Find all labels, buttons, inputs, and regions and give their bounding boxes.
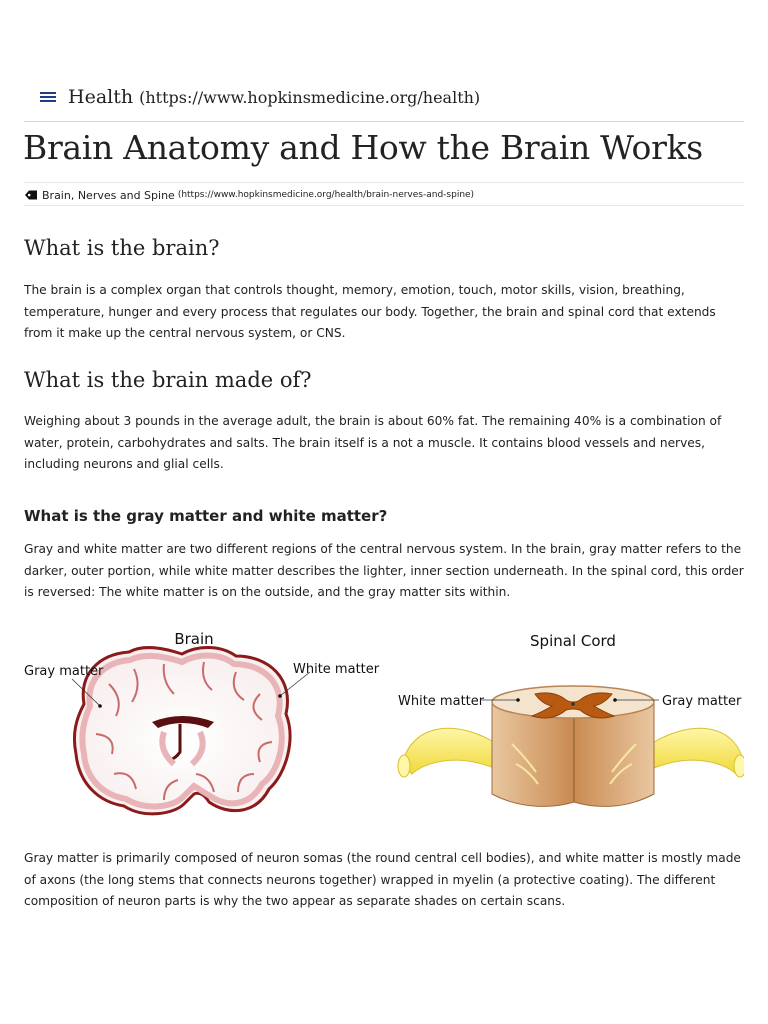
site-nav: Health (https://www.hopkinsmedicine.org/… (24, 84, 744, 110)
section-paragraph-made-of: Weighing about 3 pounds in the average a… (24, 414, 722, 471)
section-paragraph-gray-white: Gray and white matter are two different … (24, 542, 744, 599)
hamburger-icon[interactable] (40, 91, 56, 103)
section-heading-brain: What is the brain? (24, 236, 220, 260)
brain-white-matter-label: White matter (293, 662, 380, 677)
tag-divider (24, 205, 744, 206)
spinal-cord-diagram (397, 685, 744, 807)
brain-section-diagram (71, 646, 311, 816)
nav-health-link[interactable]: Health (68, 86, 134, 108)
nav-divider (24, 121, 744, 122)
section-paragraph-composition: Gray matter is primarily composed of neu… (24, 851, 741, 908)
brain-spinal-figure: Brain Gray matter White matter Sp (24, 624, 744, 824)
section-heading-made-of: What is the brain made of? (24, 368, 312, 392)
section-paragraph-brain: The brain is a complex organ that contro… (24, 283, 716, 340)
nav-health-url: (https://www.hopkinsmedicine.org/health) (139, 87, 481, 107)
topic-tag: Brain, Nerves and Spine (https://www.hop… (24, 186, 474, 204)
brain-figure-title: Brain (174, 630, 213, 648)
title-divider (24, 182, 744, 183)
topic-tag-url: (https://www.hopkinsmedicine.org/health/… (177, 190, 475, 200)
brain-gray-matter-label: Gray matter (24, 664, 104, 679)
spinal-gray-matter-label: Gray matter (662, 694, 742, 709)
figure-illustration: Brain Gray matter White matter Sp (24, 630, 744, 816)
spinal-white-matter-label: White matter (398, 694, 485, 709)
section-heading-gray-white: What is the gray matter and white matter… (24, 507, 388, 525)
page-title: Brain Anatomy and How the Brain Works (23, 128, 703, 167)
spinal-figure-title: Spinal Cord (530, 632, 616, 650)
topic-tag-link[interactable]: Brain, Nerves and Spine (42, 188, 175, 202)
tag-icon (25, 190, 37, 200)
